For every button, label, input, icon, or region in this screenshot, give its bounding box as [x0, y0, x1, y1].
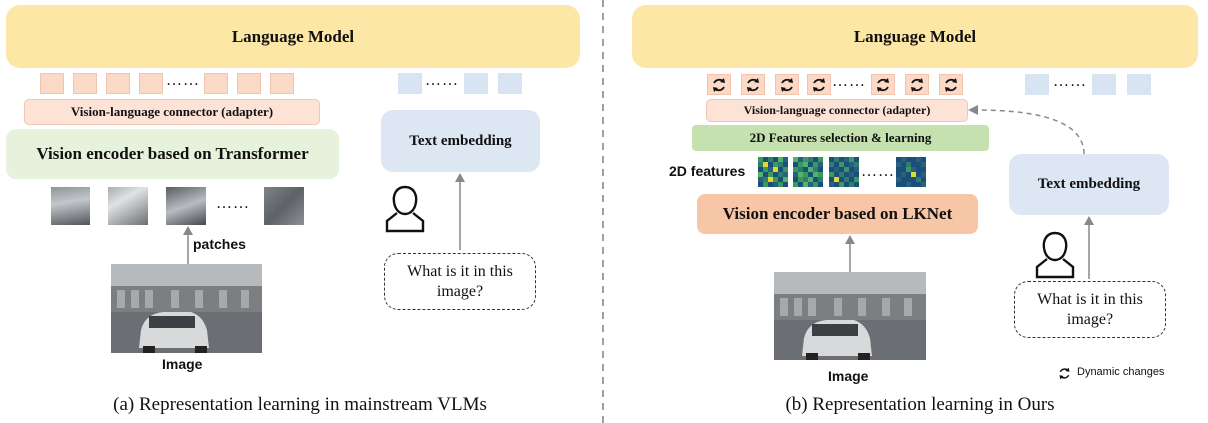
- input-image-left: [111, 264, 262, 353]
- legend-dynamic-changes: Dynamic changes: [1077, 366, 1165, 378]
- arrow-question-to-embedding: [1084, 216, 1094, 279]
- feature-map: [793, 157, 823, 187]
- dynamic-token: [741, 74, 765, 95]
- visual-token: [204, 73, 228, 94]
- text-token-ellipsis: ……: [1053, 73, 1087, 90]
- caption-left: (a) Representation learning in mainstrea…: [113, 394, 487, 415]
- patch-ellipsis: ……: [216, 195, 250, 212]
- dynamic-token: [939, 74, 963, 95]
- vision-encoder-lknet: Vision encoder based on LKNet: [697, 194, 978, 234]
- visual-token: [73, 73, 97, 94]
- image-patch: [51, 187, 90, 225]
- refresh-icon: [747, 78, 759, 92]
- panel-divider: [602, 0, 604, 423]
- text-token: [498, 73, 522, 94]
- user-icon: [1035, 231, 1075, 279]
- text-token: [1092, 74, 1116, 95]
- refresh-icon: [1059, 367, 1070, 380]
- text-token: [1127, 74, 1151, 95]
- text-token: [464, 73, 488, 94]
- refresh-icon: [813, 78, 825, 92]
- dynamic-token: [707, 74, 731, 95]
- refresh-icon: [877, 78, 889, 92]
- feature-map: [758, 157, 788, 187]
- token-ellipsis: ……: [832, 73, 866, 90]
- refresh-icon: [945, 78, 957, 92]
- dynamic-token: [807, 74, 831, 95]
- user-question-left: What is it in this image?: [384, 253, 536, 310]
- language-model-right: Language Model: [632, 5, 1198, 68]
- dashed-arrow-embedding-to-connector: [968, 105, 1085, 155]
- text-embedding-right: Text embedding: [1009, 154, 1169, 215]
- refresh-icon: [911, 78, 923, 92]
- token-ellipsis: ……: [166, 72, 200, 89]
- visual-token: [40, 73, 64, 94]
- image-patch: [108, 187, 148, 225]
- visual-token: [139, 73, 163, 94]
- text-token: [1025, 74, 1049, 95]
- text-token: [398, 73, 422, 94]
- user-icon: [385, 185, 425, 233]
- feature-map: [829, 157, 859, 187]
- vision-encoder-transformer: Vision encoder based on Transformer: [6, 129, 339, 179]
- vision-language-connector-right: Vision-language connector (adapter): [706, 99, 968, 122]
- dynamic-token: [775, 74, 799, 95]
- caption-right: (b) Representation learning in Ours: [785, 394, 1055, 415]
- vision-language-connector-left: Vision-language connector (adapter): [24, 99, 320, 125]
- dynamic-token: [905, 74, 929, 95]
- image-patch: [166, 187, 206, 225]
- feature-ellipsis: ……: [861, 163, 895, 180]
- input-image-right: [774, 272, 926, 360]
- text-token-ellipsis: ……: [425, 72, 459, 89]
- arrow-patches-to-encoder: [183, 226, 193, 264]
- user-question-right: What is it in this image?: [1014, 281, 1166, 338]
- visual-token: [106, 73, 130, 94]
- feature-selection-learning: 2D Features selection & learning: [692, 125, 989, 151]
- refresh-icon: [713, 78, 725, 92]
- features-label: 2D features: [669, 163, 746, 179]
- refresh-icon: [781, 78, 793, 92]
- visual-token: [270, 73, 294, 94]
- text-embedding-left: Text embedding: [381, 110, 540, 172]
- arrow-image-to-encoder: [845, 235, 855, 272]
- dynamic-token: [871, 74, 895, 95]
- feature-map: [896, 157, 926, 187]
- arrow-question-to-embedding: [455, 173, 465, 250]
- language-model-left: Language Model: [6, 5, 580, 68]
- image-label-right: Image: [828, 368, 869, 384]
- image-label-left: Image: [162, 356, 203, 372]
- visual-token: [237, 73, 261, 94]
- patches-label: patches: [193, 236, 246, 252]
- image-patch: [264, 187, 304, 225]
